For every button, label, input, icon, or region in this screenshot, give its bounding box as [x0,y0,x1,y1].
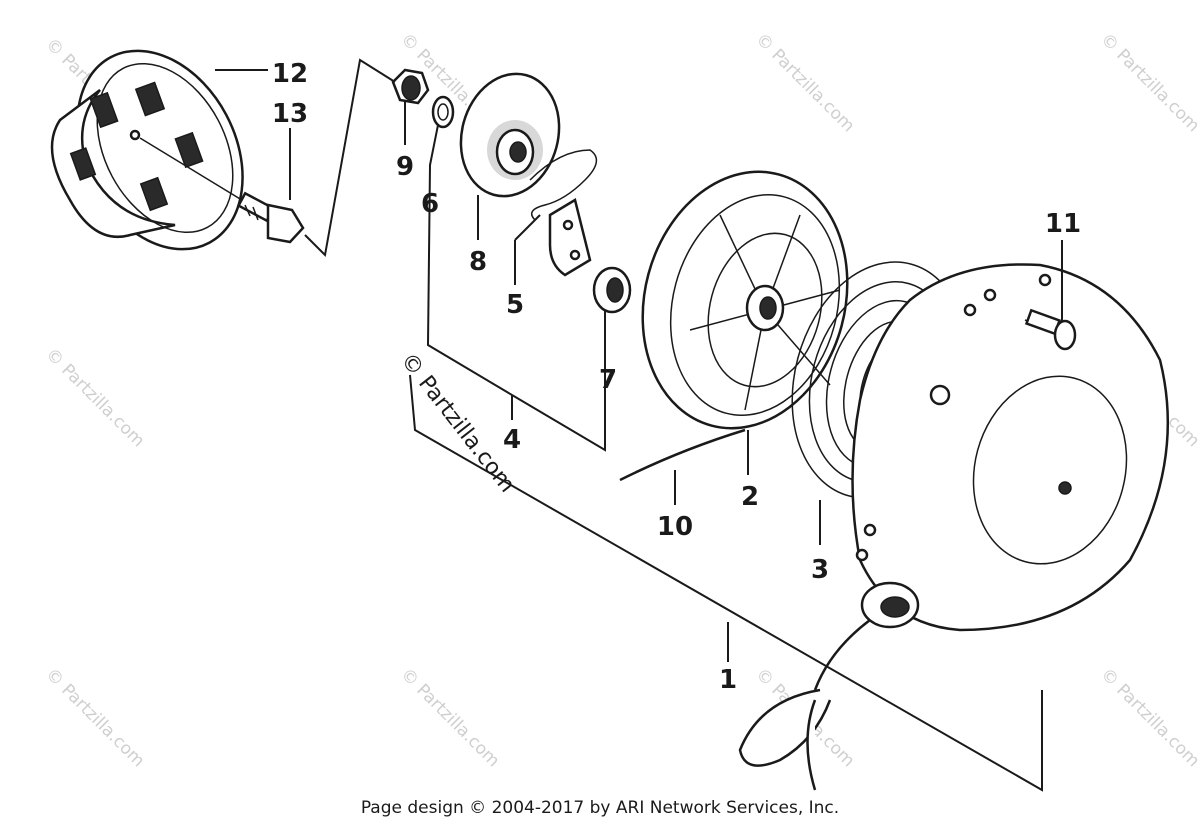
callout-8: 8 [469,247,487,277]
callout-2: 2 [741,482,759,512]
leader-lines [215,58,1063,792]
part-10-rope [619,428,746,482]
part-1-housing [738,263,1170,791]
watermark: © Partzilla.com [41,664,148,771]
callout-10: 10 [657,512,693,542]
watermark: © Partzilla.com [41,344,148,451]
part-2-reel [641,170,849,430]
callout-3: 3 [811,555,829,585]
part-11-screw [1024,308,1077,351]
callout-4: 4 [503,425,521,455]
callout-7: 7 [599,365,617,395]
watermark: © Partzilla.com [751,29,858,136]
watermark: © Partzilla.com [1096,29,1200,136]
part-8-friction-plate [459,72,561,198]
callout-13: 13 [272,99,308,129]
callout-12: 12 [272,59,308,89]
page-footer: Page design © 2004-2017 by ARI Network S… [360,798,840,818]
watermark: © Partzilla.com [396,664,503,771]
callout-1: 1 [719,665,737,695]
part-13-bolt [139,137,305,244]
part-7-bushing [592,266,632,314]
part-9-nut [391,68,430,105]
callout-5: 5 [506,290,524,320]
callout-11: 11 [1045,209,1081,239]
callout-6: 6 [421,189,439,219]
watermark: © Partzilla.com [1096,664,1200,771]
callout-9: 9 [396,152,414,182]
part-5-spring [529,149,598,277]
part-6-washer [431,95,455,129]
callout-labels: 1 2 3 4 5 6 7 8 9 10 11 12 13 [272,59,1081,695]
